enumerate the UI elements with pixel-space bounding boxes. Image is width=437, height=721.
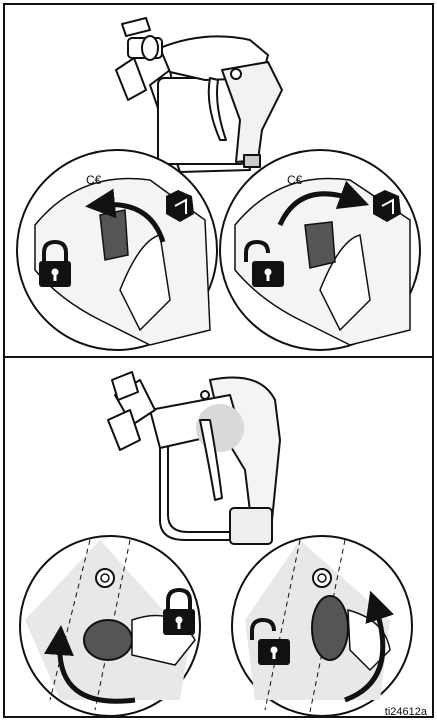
spray-gun-upper xyxy=(116,18,282,172)
ce-mark-right: C€ xyxy=(287,173,303,187)
figure-label: ti24612a xyxy=(385,706,427,718)
inset-lower-locked xyxy=(20,536,200,716)
inset-upper-locked: C€ xyxy=(17,150,217,350)
inset-lower-unlocked xyxy=(232,536,412,716)
inset-upper-unlocked: C€ xyxy=(220,150,420,350)
ce-mark-left: C€ xyxy=(86,173,102,187)
spray-gun-lower xyxy=(108,372,280,544)
